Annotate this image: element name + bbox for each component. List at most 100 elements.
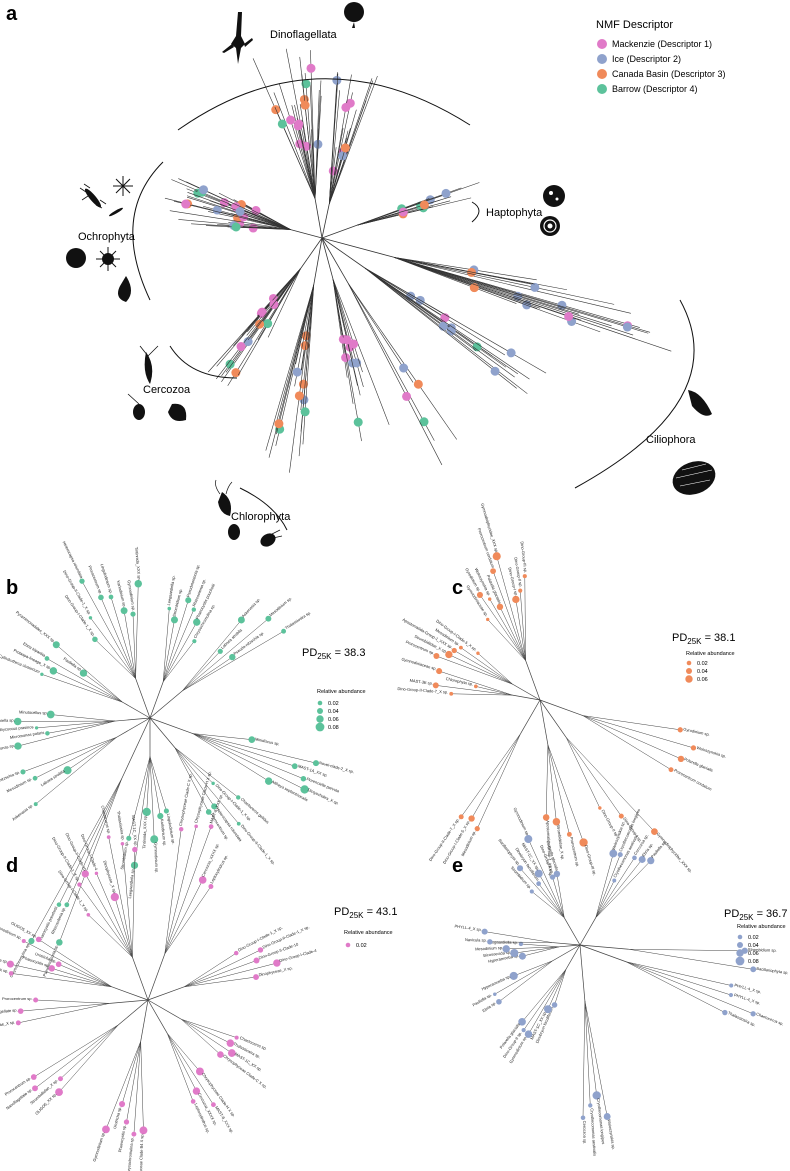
tree-a-branch xyxy=(278,83,316,199)
tree-a-branch xyxy=(332,278,363,373)
tree-a-asv-point xyxy=(342,335,352,345)
treeE-branch xyxy=(595,854,621,918)
treeD-abundance-point xyxy=(55,961,62,968)
treeB-abundance-point xyxy=(236,821,241,826)
treeC-branch xyxy=(436,655,513,685)
treeB-branch xyxy=(181,651,221,692)
tree-a-asv-point xyxy=(419,200,429,210)
treeE-branch xyxy=(625,961,725,1013)
treeC-branch xyxy=(499,606,526,661)
panel-e-letter: e xyxy=(452,855,463,877)
tree-a-asv-point xyxy=(413,379,423,389)
treeB-tip-label: Minidiscus sp. xyxy=(255,736,281,746)
treeB-abundance-point xyxy=(237,616,245,624)
treeE-branch xyxy=(538,883,565,918)
tree-a-stem xyxy=(321,203,330,239)
treeC-branch xyxy=(475,686,513,696)
treeC-tip-label: Prorocentrum cordatum xyxy=(673,768,713,792)
tree-a-branch xyxy=(364,267,530,380)
treeD-branch xyxy=(34,1024,119,1089)
treeD-stem xyxy=(111,986,149,1001)
tree-a-branch xyxy=(301,119,316,199)
treeC-abundance-point xyxy=(618,813,624,819)
treeB-tip-label: Pyramimonas sp. xyxy=(0,743,15,754)
treeE-branch xyxy=(554,969,567,1006)
treeB-branch xyxy=(162,609,195,682)
treeD-branch xyxy=(58,964,112,988)
treeD-branch xyxy=(181,1019,231,1044)
panel-d-letter: d xyxy=(6,855,18,877)
tree-a-stem xyxy=(313,237,323,285)
treeB-abundance-point xyxy=(20,769,26,775)
treeD-abundance-point xyxy=(211,1102,216,1108)
treeB-tip-label: Pauliella sp. xyxy=(63,656,84,672)
treeD-abundance-point xyxy=(139,1126,148,1135)
treeD-branch xyxy=(164,879,203,955)
tree-a-branch xyxy=(332,278,390,425)
panel-c-pd-label: PD25K = 38.1 xyxy=(672,632,735,646)
tree-a-branch xyxy=(296,121,316,199)
treeE-abundance-point xyxy=(609,849,618,858)
treeD-branch xyxy=(181,1019,221,1055)
treeB-tip-label: Lingulodinium sp. xyxy=(166,813,176,845)
treeD-abundance-point xyxy=(226,1039,235,1047)
treeE-branch xyxy=(584,1000,608,1117)
tree-a-asv-point xyxy=(274,419,284,429)
tree-a-asv-point xyxy=(441,188,451,198)
treeD-abundance-point xyxy=(217,1051,224,1058)
treeB-tip-label: Minutocellus sp. xyxy=(19,709,48,715)
cercozoa-arc xyxy=(169,345,238,379)
organism-silhouettes xyxy=(66,2,716,547)
treeB-branch xyxy=(192,733,305,790)
treeD-branch xyxy=(184,949,261,988)
treeC-abundance-point xyxy=(522,574,527,579)
treeE-abundance-point xyxy=(617,852,623,858)
legend-abundance-swatch xyxy=(736,949,744,957)
treeB-tip-label: Cylindrotheca closterium xyxy=(0,653,41,674)
panel-e-pd-label: PD25K = 36.7 xyxy=(724,908,787,922)
treeD-abundance-point xyxy=(253,974,259,980)
tree-a-branch xyxy=(364,267,528,394)
legend-swatch-mackenzie xyxy=(597,39,607,49)
panel-a-clade-arcs xyxy=(132,78,695,531)
treeB-tip-label: Thalassiosira sp. xyxy=(284,610,312,631)
legend-swatch-barrow xyxy=(597,84,607,94)
treeD-branch xyxy=(181,1019,232,1054)
treeE-tip-label: Pauliella sp. xyxy=(650,839,668,859)
treeE-abundance-point xyxy=(493,992,497,996)
treeB-abundance-point xyxy=(56,902,62,907)
treeB-branch xyxy=(123,610,136,679)
treeB-branch xyxy=(174,747,209,813)
treeE-stem xyxy=(579,944,629,950)
treeB-tip-label: Leegaardiella sp. xyxy=(127,868,135,899)
treeB-abundance-point xyxy=(14,742,22,750)
treeE-abundance-point xyxy=(521,1028,526,1033)
clade-label-cercozoa: Cercozoa xyxy=(143,384,191,396)
treeB-tip-label: Gymnodinium sp. xyxy=(153,842,159,873)
treeB-branch xyxy=(36,720,116,729)
treeC-abundance-point xyxy=(668,767,674,773)
treeD-branch xyxy=(164,826,197,955)
treeB-branch xyxy=(22,737,117,773)
treeD-abundance-point xyxy=(94,871,99,876)
pennate-diatom-icon xyxy=(109,207,123,217)
treeD-branch xyxy=(60,1024,119,1079)
treeD-branch xyxy=(167,1033,194,1102)
treeD-tip-label: Nanoflagellate sp. xyxy=(0,1007,18,1015)
treeB-branch xyxy=(181,619,242,692)
treeB-abundance-point xyxy=(312,760,320,767)
treeC-tip-label: Polarella glacialis xyxy=(683,756,713,773)
treeC-stem xyxy=(539,699,549,745)
treeC-branch xyxy=(448,654,513,685)
treeB-tip-label: Strombidium sp. xyxy=(171,588,183,617)
treeD-stem xyxy=(109,999,149,1004)
treeE-tip-label: PHYLL-4_X sp. xyxy=(733,992,761,1005)
panel-e-tree: Strombidium sp.Bacillariophyta sp.Dinobr… xyxy=(454,807,789,1157)
treeC-branch xyxy=(547,744,557,822)
treeC-tip-label: Woloszynskia sp. xyxy=(696,745,727,759)
dinoflagellata-arc xyxy=(177,78,471,131)
tree-a-branch xyxy=(208,211,291,230)
treeD-branch xyxy=(184,952,237,988)
treeE-branch xyxy=(519,868,565,918)
treeD-branch xyxy=(122,843,133,958)
